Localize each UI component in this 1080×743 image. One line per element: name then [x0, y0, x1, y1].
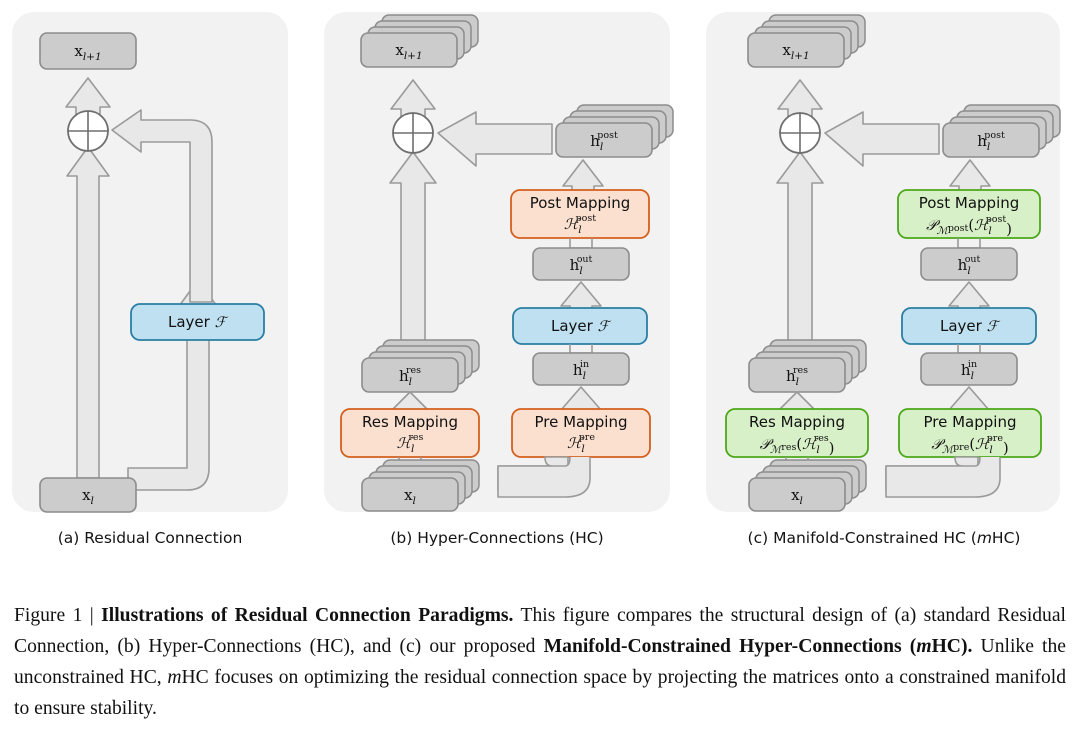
svg-text:𝒫ℳpost(ℋlpost): 𝒫ℳpost(ℋlpost) [926, 214, 1012, 238]
panel-c-caption: (c) Manifold-Constrained HC (mHC) [748, 529, 1021, 547]
svg-text:Res Mapping: Res Mapping [749, 413, 845, 431]
caption-text-4: HC focuses on optimizing the residual co… [14, 667, 1067, 719]
node-pre-mapping-c: Pre Mapping 𝒫ℳpre(ℋlpre) [898, 408, 1042, 458]
node-h-out-c: hlout [920, 247, 1018, 281]
panel-b-caption: (b) Hyper-Connections (HC) [390, 529, 603, 547]
panel-a: xl+1 Layer ℱ xl (a) Residual Connection [39, 32, 265, 547]
panel-c: xl+1 hlpost Post Mapping 𝒫ℳpost(ℋlpost) … [725, 14, 1061, 547]
adder-c [779, 112, 821, 154]
caption-text-3: Unlike the unconstrained HC, [14, 636, 1066, 688]
node-post-mapping-c: Post Mapping 𝒫ℳpost(ℋlpost) [897, 189, 1041, 239]
svg-text:Post Mapping: Post Mapping [919, 194, 1020, 212]
adder-b [392, 112, 434, 154]
svg-text:xl: xl [791, 486, 803, 507]
xl-to-premapping-elbow-b-outer [497, 456, 591, 498]
svg-text:Layer ℱ: Layer ℱ [168, 313, 229, 331]
figure-separator: | [89, 605, 94, 626]
adder-a [67, 110, 109, 152]
caption-text-1: This figure compares the structural desi… [14, 605, 1066, 657]
residual-paradigms-diagram: xl+1 Layer ℱ xl (a) Residual Connection [12, 12, 1061, 547]
figure-diagram-area: xl+1 Layer ℱ xl (a) Residual Connection [12, 12, 1061, 547]
panel-b: xl+1 hlpost Post Mapping ℋlpost hlout [340, 14, 674, 547]
node-h-post-b: hlpost [555, 104, 674, 158]
svg-text:hlin: hlin [961, 359, 977, 382]
node-x-l-plus-1-c: xl+1 [747, 14, 866, 68]
svg-text:Pre Mapping: Pre Mapping [535, 413, 628, 431]
svg-text:ℋlres: ℋlres [397, 432, 424, 455]
caption-bold-2-tail: HC). [931, 636, 973, 657]
node-h-out-b: hlout [532, 247, 630, 281]
svg-text:Post Mapping: Post Mapping [530, 194, 631, 212]
node-x-l-c: xl [748, 459, 867, 512]
node-post-mapping-b: Post Mapping ℋlpost [510, 189, 650, 239]
node-h-in-c: hlin [920, 352, 1018, 386]
caption-italic-3: m [167, 667, 182, 688]
node-x-l-b: xl [361, 459, 480, 512]
node-x-l-plus-1-a: xl+1 [39, 32, 137, 70]
node-x-l-plus-1-b: xl+1 [360, 14, 479, 68]
svg-text:Layer ℱ: Layer ℱ [551, 317, 612, 335]
post-to-adder-arrow-b [437, 111, 553, 167]
figure-number: Figure 1 [14, 605, 83, 626]
panel-a-caption: (a) Residual Connection [58, 529, 243, 547]
svg-text:Layer ℱ: Layer ℱ [940, 317, 1001, 335]
node-layer-a: Layer ℱ [130, 303, 265, 341]
node-pre-mapping-b: Pre Mapping ℋlpre [511, 408, 651, 458]
svg-text:Res Mapping: Res Mapping [362, 413, 458, 431]
xl-to-premapping-elbow-c-outer [885, 456, 1001, 498]
post-to-adder-arrow-c [824, 111, 940, 167]
caption-bold-2-italic: m [916, 636, 932, 657]
node-x-l-a: xl [39, 477, 137, 513]
svg-text:Pre Mapping: Pre Mapping [924, 413, 1017, 431]
node-res-mapping-b: Res Mapping ℋlres [340, 408, 480, 458]
layer-to-adder-arrow-a [111, 109, 213, 303]
svg-text:ℋlpost: ℋlpost [564, 213, 596, 236]
node-h-post-c: hlpost [942, 104, 1061, 158]
figure-title: Illustrations of Residual Connection Par… [101, 605, 514, 626]
node-h-res-b: hlres [361, 339, 480, 393]
svg-text:hlin: hlin [573, 359, 589, 382]
figure-caption: Figure 1 | Illustrations of Residual Con… [14, 600, 1066, 724]
caption-bold-2: Manifold-Constrained Hyper-Connections (… [544, 636, 973, 657]
svg-text:xl: xl [404, 486, 416, 507]
node-layer-b: Layer ℱ [512, 307, 648, 345]
node-h-in-b: hlin [532, 352, 630, 386]
node-layer-c: Layer ℱ [901, 307, 1037, 345]
node-res-mapping-c: Res Mapping 𝒫ℳres(ℋlres) [725, 408, 869, 458]
svg-text:xl: xl [82, 486, 94, 507]
panel-a-background [12, 12, 288, 512]
svg-text:ℋlpre: ℋlpre [567, 432, 595, 455]
node-h-res-c: hlres [748, 339, 867, 393]
caption-bold-2-head: Manifold-Constrained Hyper-Connections ( [543, 636, 917, 657]
